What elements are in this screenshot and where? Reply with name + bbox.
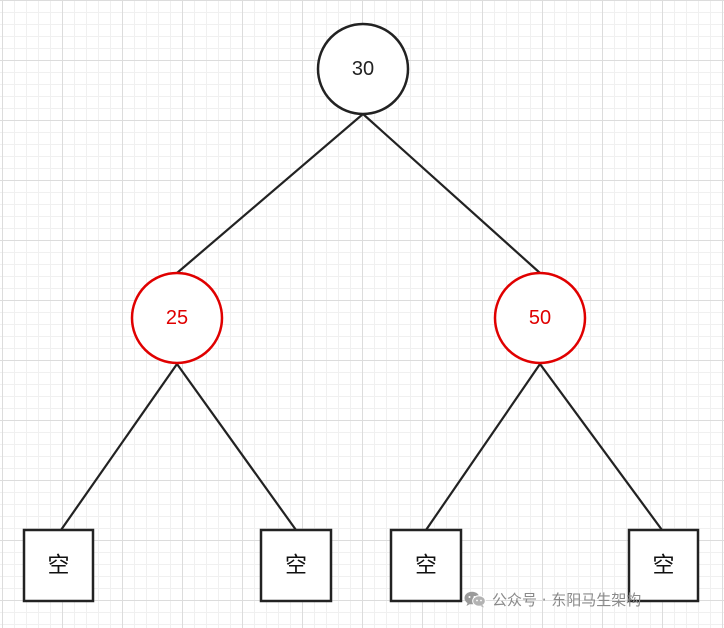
node-right-circle xyxy=(493,271,587,365)
leaf-node-1-box xyxy=(22,528,95,603)
node-left-circle xyxy=(130,271,224,365)
leaf-node-2: 空 xyxy=(259,528,333,603)
leaf-node-2-box xyxy=(259,528,333,603)
node-root: 30 xyxy=(316,22,410,116)
leaf-node-1-label: 空 xyxy=(47,554,69,579)
node-root-circle xyxy=(316,22,410,116)
leaf-node-4-label: 空 xyxy=(652,554,674,579)
leaf-node-1: 空 xyxy=(22,528,95,603)
node-right-label: 50 xyxy=(529,307,551,329)
leaf-node-3: 空 xyxy=(389,528,463,603)
edge-25-leaf1 xyxy=(60,363,178,531)
watermark: 公众号 · 东阳马生架构 xyxy=(464,586,641,612)
leaf-node-4-box xyxy=(627,528,700,603)
edge-30-50 xyxy=(362,113,541,274)
edge-30-25 xyxy=(176,113,364,274)
edge-50-leaf4 xyxy=(539,363,663,531)
leaf-node-3-box xyxy=(389,528,463,603)
wechat-icon xyxy=(464,591,486,608)
leaf-node-3-label: 空 xyxy=(415,554,437,579)
node-left: 25 xyxy=(130,271,224,365)
leaf-node-2-label: 空 xyxy=(285,554,307,579)
leaf-node-4: 空 xyxy=(627,528,700,603)
node-right: 50 xyxy=(493,271,587,365)
edge-25-leaf2 xyxy=(176,363,297,531)
watermark-text: 公众号 · 东阳马生架构 xyxy=(492,590,642,609)
node-left-label: 25 xyxy=(166,307,188,329)
edge-50-leaf3 xyxy=(425,363,541,531)
node-root-label: 30 xyxy=(352,58,374,80)
